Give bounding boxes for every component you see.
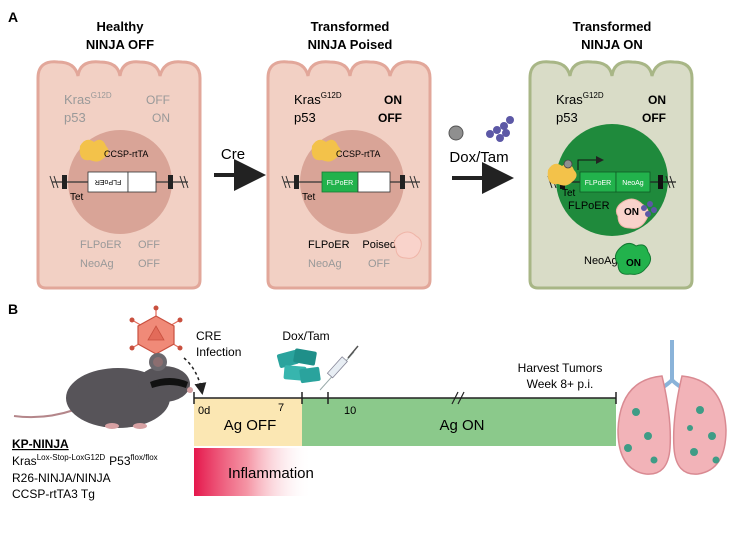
cell3-rtta-protein-icon bbox=[547, 163, 577, 186]
cell2-p53-state: OFF bbox=[378, 111, 402, 125]
cell1-rtta-protein-icon bbox=[79, 139, 109, 162]
cell3-tet-label: Tet bbox=[562, 188, 576, 199]
timeline-break bbox=[451, 391, 465, 405]
cre-line2: Infection bbox=[196, 345, 241, 359]
cell2-kras: KrasG12D bbox=[294, 91, 342, 107]
cell3-dna-block-right bbox=[658, 175, 663, 189]
cell2-flpoer-label: FLPoER bbox=[308, 239, 350, 251]
cell3-p53: p53 bbox=[556, 110, 578, 125]
cell3-neoag-label: NeoAg bbox=[584, 255, 618, 267]
tamoxifen-molecule-icon bbox=[486, 116, 514, 142]
doxtam-label: Dox/Tam bbox=[282, 329, 329, 343]
cell3-flpoer-protein-icon bbox=[615, 198, 649, 229]
arrow1-label: Cre bbox=[221, 146, 245, 163]
cell1-dna-block-right bbox=[168, 175, 173, 189]
cell1-flpoer-label: FLPoER bbox=[80, 239, 122, 251]
tick-7-label: 7 bbox=[278, 402, 284, 414]
cell3-neoag-box-label: NeoAg bbox=[622, 180, 644, 187]
tick-10-label: 10 bbox=[344, 405, 356, 417]
cell2-title-line2: NINJA Poised bbox=[308, 37, 393, 52]
cell1-ccsp-label: CCSP-rtTA bbox=[104, 149, 148, 159]
cell1-flpoer-state: OFF bbox=[138, 239, 160, 251]
cell3-kras-state: ON bbox=[648, 93, 666, 107]
cell3-title-line1: Transformed bbox=[573, 19, 652, 34]
cell1-p53-state: ON bbox=[152, 111, 170, 125]
cell2-dna-breaks bbox=[281, 175, 419, 189]
inflammation-label: Inflammation bbox=[228, 465, 314, 482]
cell1-p53: p53 bbox=[64, 110, 86, 125]
panel-a-label: A bbox=[8, 9, 18, 25]
cell3-dox-bound-icon bbox=[563, 159, 573, 169]
cre-line1: CRE bbox=[196, 329, 221, 343]
cell3-neoag-protein-icon bbox=[614, 242, 652, 275]
cell2-p53: p53 bbox=[294, 110, 316, 125]
strain-r26: R26-NINJA/NINJA bbox=[12, 471, 111, 485]
cell1-neoag-state: OFF bbox=[138, 258, 160, 270]
cell3-p53-state: OFF bbox=[642, 111, 666, 125]
cell-healthy: Healthy NINJA OFF KrasG12D OFF p53 ON CC… bbox=[36, 19, 202, 290]
cell2-flpoer-protein-icon bbox=[393, 231, 422, 259]
cell2-kras-state: ON bbox=[384, 93, 402, 107]
harvest-line2: Week 8+ p.i. bbox=[527, 377, 594, 391]
cell3-kras: KrasG12D bbox=[556, 91, 604, 107]
cell1-title-line2: NINJA OFF bbox=[86, 37, 154, 52]
cell3-flpoer-label: FLPoER bbox=[568, 200, 610, 212]
cell3-title-line2: NINJA ON bbox=[581, 37, 643, 52]
strain-title: KP-NINJA bbox=[12, 437, 69, 451]
arrow2-label: Dox/Tam bbox=[449, 149, 508, 166]
cell1-dna-block-left bbox=[62, 175, 67, 189]
ag-off-label: Ag OFF bbox=[224, 417, 277, 434]
cell2-dna-block-left bbox=[294, 175, 299, 189]
harvest-line1: Harvest Tumors bbox=[518, 361, 603, 375]
strain-ccsp: CCSP-rtTA3 Tg bbox=[12, 487, 95, 501]
ag-on-region bbox=[302, 398, 616, 446]
cell2-flpoer-box-label: FLPoER bbox=[327, 180, 353, 187]
ag-on-label: Ag ON bbox=[439, 417, 484, 434]
cell3-flpoer-state: ON bbox=[624, 207, 639, 218]
cell1-flpoer-box-label: FLPoER bbox=[95, 178, 121, 185]
ag-off-region bbox=[194, 398, 302, 446]
cell2-neoag-label: NeoAg bbox=[308, 258, 342, 270]
cell2-rtta-protein-icon bbox=[311, 139, 341, 162]
cell1-kras: KrasG12D bbox=[64, 91, 112, 107]
mouse-icon bbox=[13, 353, 193, 429]
cell3-neoag-state: ON bbox=[626, 258, 641, 269]
cell3-neoag-gene bbox=[615, 171, 651, 193]
lungs-icon bbox=[617, 340, 727, 475]
tick-0-label: 0d bbox=[198, 405, 210, 417]
cell2-neoag-gene-empty bbox=[357, 171, 391, 193]
cell2-flpoer-state: Poised bbox=[362, 239, 396, 251]
cell3-flpoer-box-label: FLPoER bbox=[585, 180, 611, 187]
cell2-title-line1: Transformed bbox=[311, 19, 390, 34]
panel-b-label: B bbox=[8, 301, 18, 317]
dox-molecule-icon bbox=[448, 125, 464, 141]
cell3-transcription-arrow bbox=[577, 156, 604, 170]
cell2-neoag-state: OFF bbox=[368, 258, 390, 270]
syringe-icon bbox=[319, 345, 359, 391]
cell1-tet-label: Tet bbox=[70, 192, 84, 203]
cell1-kras-state: OFF bbox=[146, 93, 170, 107]
cell-on: Transformed NINJA ON KrasG12D ON p53 OFF… bbox=[528, 19, 694, 290]
virus-icon bbox=[129, 305, 183, 363]
cell1-title-line1: Healthy bbox=[97, 19, 145, 34]
cell1-neoag-gene-empty bbox=[127, 171, 157, 193]
inflammation-bar bbox=[194, 448, 312, 496]
infection-dashed-arrow bbox=[183, 357, 207, 395]
cell2-ccsp-label: CCSP-rtTA bbox=[336, 149, 380, 159]
cell1-neoag-label: NeoAg bbox=[80, 258, 114, 270]
dox-chow-icon bbox=[276, 348, 321, 384]
cell2-dna-block-right bbox=[400, 175, 405, 189]
cell3-tamoxifen-bound-icon bbox=[641, 201, 657, 217]
cell1-dna-breaks bbox=[49, 175, 189, 189]
cell-poised: Transformed NINJA Poised KrasG12D ON p53… bbox=[266, 19, 432, 290]
cell2-tet-label: Tet bbox=[302, 192, 316, 203]
